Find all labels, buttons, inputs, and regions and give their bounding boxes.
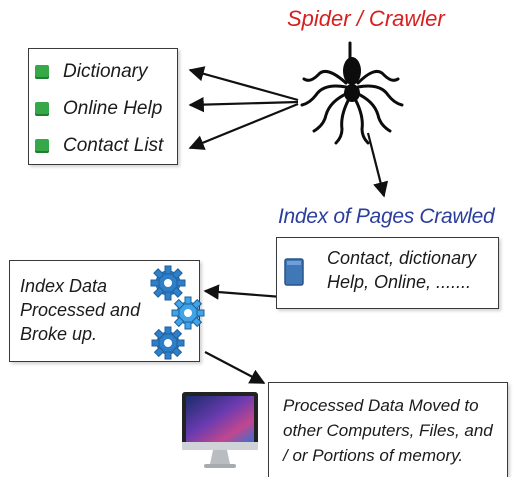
sources-box: Dictionary Online Help Contact List	[28, 48, 178, 165]
arrow-processing-to-output	[204, 351, 266, 384]
arrow-spider-to-online-help	[188, 96, 299, 113]
output-box: Processed Data Moved to other Computers,…	[268, 382, 508, 477]
arrow-spider-to-dictionary	[188, 66, 299, 102]
list-item: Contact List	[29, 127, 177, 164]
arrow-spider-to-index	[366, 132, 389, 198]
index-line: Contact, dictionary	[327, 248, 477, 268]
index-title: Index of Pages Crawled	[278, 205, 495, 228]
processing-line: Broke up.	[20, 324, 98, 344]
arrow-spider-to-contact-list	[188, 102, 299, 150]
index-line: Help, Online, .......	[327, 272, 472, 292]
list-item: Online Help	[29, 90, 177, 127]
processing-line: Index Data	[20, 276, 108, 296]
spider-title: Spider / Crawler	[287, 6, 445, 31]
source-label: Contact List	[63, 134, 164, 156]
green-bullet-icon	[35, 101, 49, 116]
green-bullet-icon	[35, 138, 49, 153]
source-label: Dictionary	[63, 60, 148, 82]
output-line: Processed Data Moved to	[283, 396, 479, 415]
processing-box: Index Data Processed and Broke up.	[9, 260, 205, 362]
desktop-computer-icon	[182, 392, 258, 468]
green-bullet-icon	[35, 64, 49, 79]
output-line: other Computers, Files, and	[283, 421, 493, 440]
list-item: Dictionary	[29, 53, 177, 90]
spider-icon	[300, 41, 404, 145]
arrow-index-to-processing	[203, 284, 283, 300]
index-box: Contact, dictionary Help, Online, ......…	[276, 237, 499, 309]
processing-line: Processed and	[20, 300, 141, 320]
document-icon	[284, 258, 304, 286]
output-line: / or Portions of memory.	[283, 446, 464, 465]
source-label: Online Help	[63, 97, 163, 119]
gears-icon	[150, 265, 205, 360]
